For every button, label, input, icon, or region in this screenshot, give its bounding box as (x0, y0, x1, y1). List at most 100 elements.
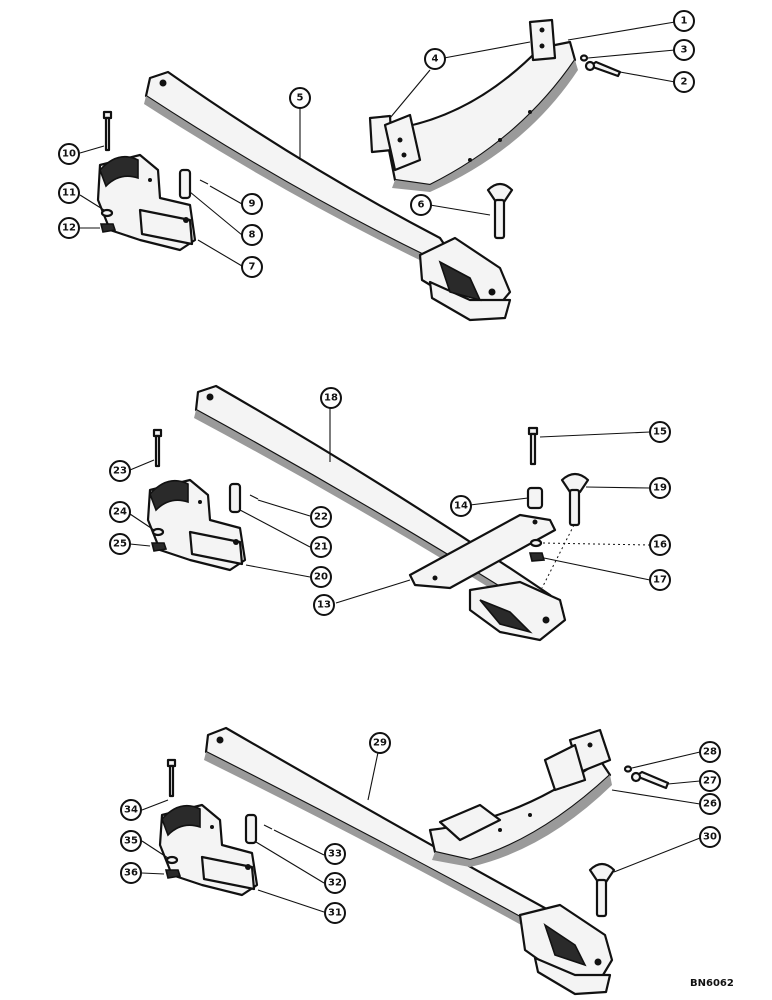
drawing-code: BN6062 (690, 978, 734, 989)
callout-17: 17 (649, 569, 671, 591)
svg-text:23: 23 (113, 466, 127, 477)
svg-text:19: 19 (653, 483, 667, 494)
bolt-10 (102, 110, 113, 152)
callout-19: 19 (649, 477, 671, 499)
callout-27: 27 (699, 770, 721, 792)
svg-text:7: 7 (249, 262, 256, 273)
callout-24: 24 (109, 501, 131, 523)
svg-text:16: 16 (653, 540, 667, 551)
callout-22: 22 (310, 506, 332, 528)
callout-3: 3 (673, 39, 695, 61)
mounting-bracket-1 (368, 18, 578, 192)
clamp-assembly-20 (146, 478, 247, 572)
svg-text:5: 5 (297, 93, 304, 104)
callout-5: 5 (289, 87, 311, 109)
clamp-assembly-31 (158, 803, 259, 897)
hitch-pin-30 (588, 862, 616, 918)
callout-34: 34 (120, 799, 142, 821)
callout-9: 9 (241, 193, 263, 215)
svg-text:17: 17 (653, 575, 667, 586)
callout-8: 8 (241, 224, 263, 246)
svg-text:29: 29 (373, 738, 387, 749)
hitch-pin-6 (486, 182, 514, 240)
washer-11 (100, 208, 114, 218)
svg-text:6: 6 (418, 200, 425, 211)
svg-text:9: 9 (249, 199, 256, 210)
callout-16: 16 (649, 534, 671, 556)
lock-washer-3 (579, 54, 589, 62)
callout-11: 11 (58, 182, 80, 204)
callout-35: 35 (120, 830, 142, 852)
nut-36 (164, 869, 182, 879)
assembly-middle (146, 384, 590, 642)
drawbar-29 (204, 726, 614, 996)
callout-4: 4 (424, 48, 446, 70)
svg-text:34: 34 (124, 805, 138, 816)
svg-text:26: 26 (703, 799, 717, 810)
svg-text:24: 24 (113, 507, 127, 518)
callouts: 1 2 3 4 5 6 7 8 9 10 11 12 13 14 15 16 1… (58, 10, 721, 924)
cotter-22 (249, 494, 259, 500)
callout-23: 23 (109, 460, 131, 482)
svg-text:18: 18 (324, 393, 338, 404)
callout-30: 30 (699, 826, 721, 848)
nut-25 (150, 542, 168, 552)
svg-text:11: 11 (62, 188, 76, 199)
drawbar-5 (144, 70, 512, 322)
bolt-15 (527, 426, 539, 466)
callout-15: 15 (649, 421, 671, 443)
svg-text:28: 28 (703, 747, 717, 758)
callout-20: 20 (310, 566, 332, 588)
cotter-9 (199, 179, 209, 185)
svg-text:8: 8 (249, 230, 256, 241)
lock-washer-28 (623, 765, 633, 773)
nut-12 (99, 223, 117, 233)
callout-31: 31 (324, 902, 346, 924)
washer-24 (151, 527, 165, 537)
svg-text:15: 15 (653, 427, 667, 438)
svg-text:31: 31 (328, 908, 342, 919)
leader-lines (79, 21, 701, 913)
callout-26: 26 (699, 793, 721, 815)
bolt-23 (152, 428, 163, 468)
washer-35 (165, 855, 179, 865)
svg-text:14: 14 (454, 501, 468, 512)
callout-32: 32 (324, 872, 346, 894)
washer-16 (529, 538, 543, 548)
callout-2: 2 (673, 71, 695, 93)
callout-10: 10 (58, 143, 80, 165)
callout-1: 1 (673, 10, 695, 32)
clamp-assembly-7 (96, 153, 197, 252)
svg-text:30: 30 (703, 832, 717, 843)
callout-7: 7 (241, 256, 263, 278)
callout-12: 12 (58, 217, 80, 239)
svg-text:10: 10 (62, 149, 76, 160)
drawbar-18 (194, 384, 567, 642)
assembly-bottom (158, 726, 670, 996)
svg-text:21: 21 (314, 542, 328, 553)
callout-14: 14 (450, 495, 472, 517)
svg-text:33: 33 (328, 849, 342, 860)
cross-plate-13 (408, 513, 557, 590)
callout-18: 18 (320, 387, 342, 409)
pin-21 (228, 482, 242, 514)
callout-36: 36 (120, 862, 142, 884)
pin-32 (244, 813, 258, 845)
svg-text:35: 35 (124, 836, 138, 847)
callout-21: 21 (310, 536, 332, 558)
svg-text:4: 4 (432, 54, 439, 65)
hitch-pin-19 (560, 472, 590, 527)
spacer-14 (526, 486, 544, 510)
svg-text:25: 25 (113, 539, 127, 550)
nut-17 (528, 552, 546, 562)
mounting-bracket-26 (428, 728, 612, 867)
bolt-34 (166, 758, 177, 798)
callout-28: 28 (699, 741, 721, 763)
bolt-27 (630, 770, 670, 790)
svg-text:20: 20 (314, 572, 328, 583)
pin-8 (178, 168, 192, 200)
svg-text:3: 3 (681, 45, 688, 56)
svg-text:1: 1 (681, 16, 688, 27)
svg-text:36: 36 (124, 868, 138, 879)
